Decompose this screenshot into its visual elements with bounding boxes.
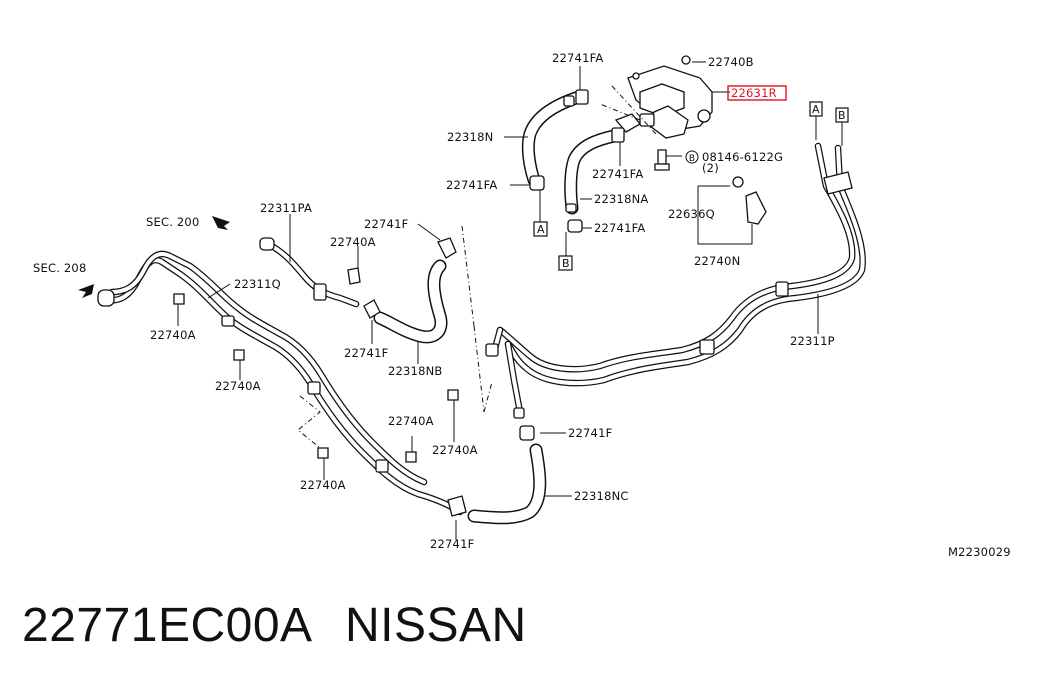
hose-22318n [521, 89, 589, 187]
label-sec208: SEC. 208 [33, 261, 86, 275]
leaders-top [504, 61, 753, 256]
label-sec200: SEC. 200 [146, 215, 199, 229]
label-22318n: 22318N [447, 130, 493, 144]
highlight-box [727, 85, 787, 101]
bolts-22740a [173, 293, 459, 480]
hose-22318nc [467, 425, 572, 525]
label-22311p: 22311P [790, 334, 835, 348]
label-22740a-a: 22740A [330, 235, 376, 249]
label-22318na: 22318NA [594, 192, 648, 206]
label-08146-qty: (2) [702, 161, 719, 175]
label-22741fa-low: 22741FA [594, 221, 645, 235]
label-22740n: 22740N [694, 254, 740, 268]
circle-b-marker: B [685, 150, 699, 164]
label-22318nb: 22318NB [388, 364, 442, 378]
label-22741f-d: 22741F [430, 537, 474, 551]
solenoid-valve-assembly [614, 55, 713, 139]
label-22741f-c: 22741F [568, 426, 612, 440]
pipe-22311q [97, 250, 467, 540]
label-22636q: 22636Q [668, 207, 715, 221]
clamps-top [529, 89, 767, 233]
part-labels: 22741FA 22740B 22631R 22318N 08146-6122G… [33, 51, 1011, 559]
label-22740a-e: 22740A [432, 443, 478, 457]
circle-b-label: B [689, 154, 695, 164]
label-22631r: 22631R [731, 86, 777, 100]
hose-22318nb [363, 223, 493, 413]
label-22311q: 22311Q [234, 277, 281, 291]
label-22740a-c: 22740A [215, 379, 261, 393]
marker-a-right: A [812, 103, 820, 116]
label-22740a-b: 22740A [150, 328, 196, 342]
pipe-22311pa [259, 214, 361, 308]
marker-a-left: A [537, 223, 545, 236]
connector-markers-right [533, 101, 849, 271]
pipe-22311p [485, 142, 866, 419]
section-arrows [78, 216, 230, 298]
label-22741f-a: 22741F [364, 217, 408, 231]
marker-b-left: B [562, 257, 570, 270]
label-22741f-b: 22741F [344, 346, 388, 360]
label-22740a-d: 22740A [388, 414, 434, 428]
brand-name: NISSAN [345, 599, 527, 652]
part-number: 22771EC00A [22, 599, 313, 652]
label-22318nc: 22318NC [574, 489, 629, 503]
hose-22318na [564, 129, 621, 215]
marker-b-right: B [838, 109, 846, 122]
label-22741fa-top: 22741FA [552, 51, 603, 65]
drawing-number: M2230029 [948, 545, 1011, 559]
label-22740b: 22740B [708, 55, 754, 69]
label-08146: 08146-6122G [702, 150, 783, 164]
label-22311pa: 22311PA [260, 201, 312, 215]
label-22741fa-mid: 22741FA [592, 167, 643, 181]
label-22741fa-left: 22741FA [446, 178, 497, 192]
label-22740a-f: 22740A [300, 478, 346, 492]
